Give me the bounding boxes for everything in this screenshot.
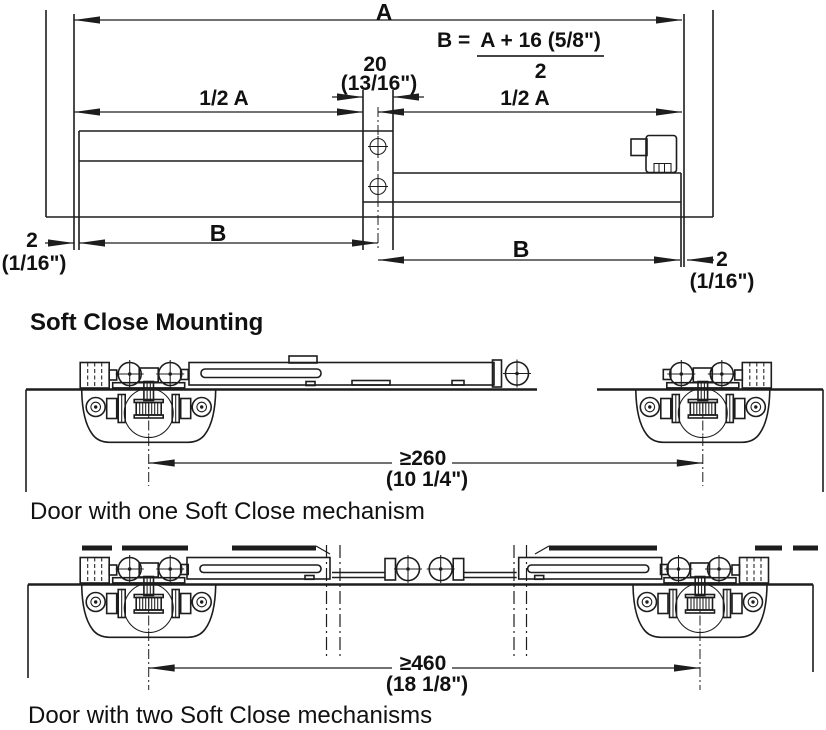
caption-one-mechanism: Door with one Soft Close mechanism: [30, 498, 425, 525]
formula-denominator: 2: [534, 60, 547, 83]
dim-label-a: A: [375, 0, 393, 25]
formula-b: B = A + 16 (5/8") 2: [437, 30, 604, 82]
drawing-door-one-mechanism: [25, 355, 824, 492]
dim-label-20-mm: 20: [363, 53, 387, 76]
soft-close-heading: Soft Close Mounting: [30, 309, 264, 336]
gap-label-right-mm: 2: [716, 248, 728, 271]
formula-fraction: A + 16 (5/8") 2: [477, 30, 604, 82]
dim-label-260-in: (10 1/4"): [385, 468, 469, 491]
dim-label-half-a-left: 1/2 A: [199, 87, 249, 110]
dim-label-half-a-right: 1/2 A: [500, 87, 550, 110]
dim-label-260-mm: ≥260: [399, 447, 447, 470]
formula-lhs: B =: [437, 29, 471, 52]
gap-label-left-in: (1/16"): [1, 252, 67, 275]
top-dimension-drawing: [45, 10, 714, 267]
dim-label-460-mm: ≥460: [399, 652, 447, 675]
dim-label-460-in: (18 1/8"): [385, 673, 469, 696]
drawing-door-two-mechanisms: [27, 545, 818, 690]
dim-label-20-in: (13/16"): [340, 72, 418, 95]
dim-label-b-right: B: [512, 236, 530, 262]
soft-close-device: [630, 134, 678, 174]
caption-two-mechanisms: Door with two Soft Close mechanisms: [28, 702, 433, 729]
formula-numerator: A + 16 (5/8"): [477, 30, 604, 57]
gap-label-left-mm: 2: [26, 229, 38, 252]
gap-label-right-in: (1/16"): [689, 270, 755, 293]
dim-label-b-left: B: [209, 220, 227, 246]
